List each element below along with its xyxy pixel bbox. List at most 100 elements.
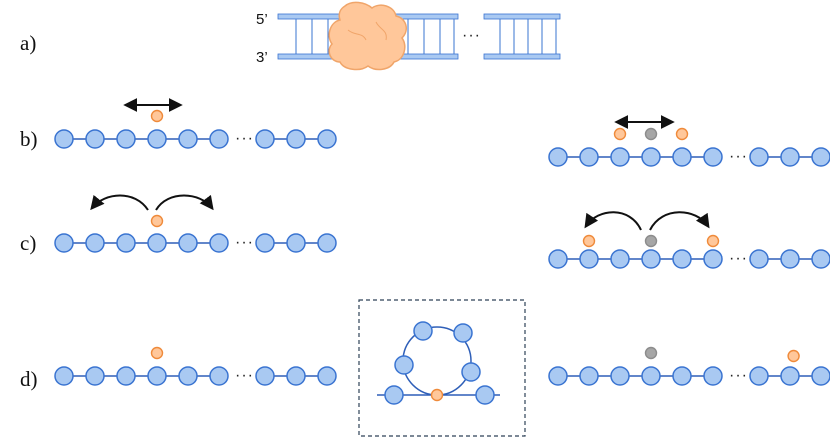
- inset-bead: [384, 385, 404, 405]
- chain-bead: [579, 366, 599, 386]
- chain-gap-ellipsis: ···: [235, 234, 254, 251]
- inset-bead: [413, 321, 433, 341]
- curved-arrow-c-right-2: [649, 211, 710, 231]
- dna-top-strand-2: [483, 13, 561, 20]
- chain-bead: [548, 366, 568, 386]
- dna-rungs: [295, 19, 557, 54]
- inset-bead: [475, 385, 495, 405]
- chain-bead: [317, 129, 337, 149]
- chain-c-right: ···: [548, 234, 830, 269]
- chain-bead: [85, 129, 105, 149]
- protein-blob: [328, 1, 407, 71]
- chain-bead: [85, 233, 105, 253]
- chain-bead: [780, 147, 800, 167]
- chain-gap-ellipsis: ···: [235, 130, 254, 147]
- orange-ligand: [706, 234, 720, 248]
- inset-bead: [453, 323, 473, 343]
- orange-ligand: [787, 349, 800, 363]
- chain-bead: [749, 366, 769, 386]
- chains-layer: ··· ··· ··· ··· ··· ···: [54, 109, 830, 386]
- chain-bead: [286, 233, 306, 253]
- chain-bead: [178, 233, 198, 253]
- chain-bead: [610, 366, 630, 386]
- chain-bead: [116, 129, 136, 149]
- chain-d-left: ···: [54, 346, 337, 386]
- chain-bead: [548, 147, 568, 167]
- strand-label-3prime: 3’: [256, 49, 268, 66]
- chain-bead: [641, 147, 661, 167]
- chain-bead: [85, 366, 105, 386]
- arrows-layer: [90, 98, 710, 231]
- panel-label-a: a): [20, 31, 36, 55]
- chain-c-left: ···: [54, 214, 337, 253]
- chain-bead: [749, 249, 769, 269]
- chain-bead: [116, 233, 136, 253]
- gray-ligand: [644, 127, 658, 141]
- curved-arrow-c-left-1: [90, 194, 149, 211]
- chain-bead: [54, 233, 74, 253]
- chain-bead: [286, 366, 306, 386]
- dna-gap-ellipsis: ···: [462, 27, 481, 44]
- chain-bead: [749, 147, 769, 167]
- chain-bead: [703, 249, 723, 269]
- protein-fold-line: [347, 21, 387, 41]
- orange-ligand: [675, 127, 689, 141]
- panel-label-b: b): [20, 127, 38, 151]
- gray-ligand: [644, 234, 658, 248]
- chain-bead: [54, 129, 74, 149]
- chain-bead: [317, 233, 337, 253]
- panel-label-c: c): [20, 231, 36, 255]
- inset-orange-ligand: [430, 388, 444, 402]
- chain-bead: [672, 147, 692, 167]
- chain-bead: [255, 366, 275, 386]
- chain-bead: [672, 366, 692, 386]
- dna-strands: [277, 13, 561, 60]
- chain-bead: [116, 366, 136, 386]
- chain-bead: [54, 366, 74, 386]
- dna-bottom-strand-2: [483, 53, 561, 60]
- dna-ladder: 5’ 3’ ···: [256, 1, 561, 71]
- chain-bead: [209, 129, 229, 149]
- chain-bead: [811, 147, 830, 167]
- chain-d-right: ···: [548, 346, 830, 386]
- chain-bead: [147, 129, 167, 149]
- inset-dashed-border: [358, 299, 526, 437]
- orange-ligand: [613, 127, 627, 141]
- chain-bead: [610, 249, 630, 269]
- chain-gap-ellipsis: ···: [729, 367, 748, 384]
- chain-bead: [579, 249, 599, 269]
- orange-ligand: [150, 214, 164, 228]
- curved-arrow-c-left-2: [155, 194, 214, 211]
- inset-beads: [384, 321, 495, 405]
- chain-b-right: ···: [548, 127, 830, 167]
- chain-bead: [703, 147, 723, 167]
- chain-bead: [209, 233, 229, 253]
- chain-bead: [672, 249, 692, 269]
- orange-ligand: [150, 346, 164, 360]
- inset-bead: [394, 355, 414, 375]
- chain-bead: [255, 129, 275, 149]
- chain-gap-ellipsis: ···: [729, 148, 748, 165]
- inset-bead: [461, 362, 481, 382]
- chain-bead: [317, 366, 337, 386]
- orange-ligand: [150, 109, 164, 123]
- chain-bead: [147, 366, 167, 386]
- chain-bead: [610, 147, 630, 167]
- chain-gap-ellipsis: ···: [235, 367, 254, 384]
- chain-bead: [286, 129, 306, 149]
- chain-bead: [811, 366, 830, 386]
- curved-arrow-c-right-1: [584, 211, 642, 231]
- chain-bead: [703, 366, 723, 386]
- orange-ligand: [582, 234, 596, 248]
- chain-bead: [209, 366, 229, 386]
- chain-bead: [178, 366, 198, 386]
- chain-bead: [641, 249, 661, 269]
- chain-b-left: ···: [54, 109, 337, 149]
- chain-bead: [147, 233, 167, 253]
- chain-bead: [178, 129, 198, 149]
- strand-label-5prime: 5’: [256, 11, 268, 28]
- chain-bead: [579, 147, 599, 167]
- chain-bead: [780, 249, 800, 269]
- chain-bead: [641, 366, 661, 386]
